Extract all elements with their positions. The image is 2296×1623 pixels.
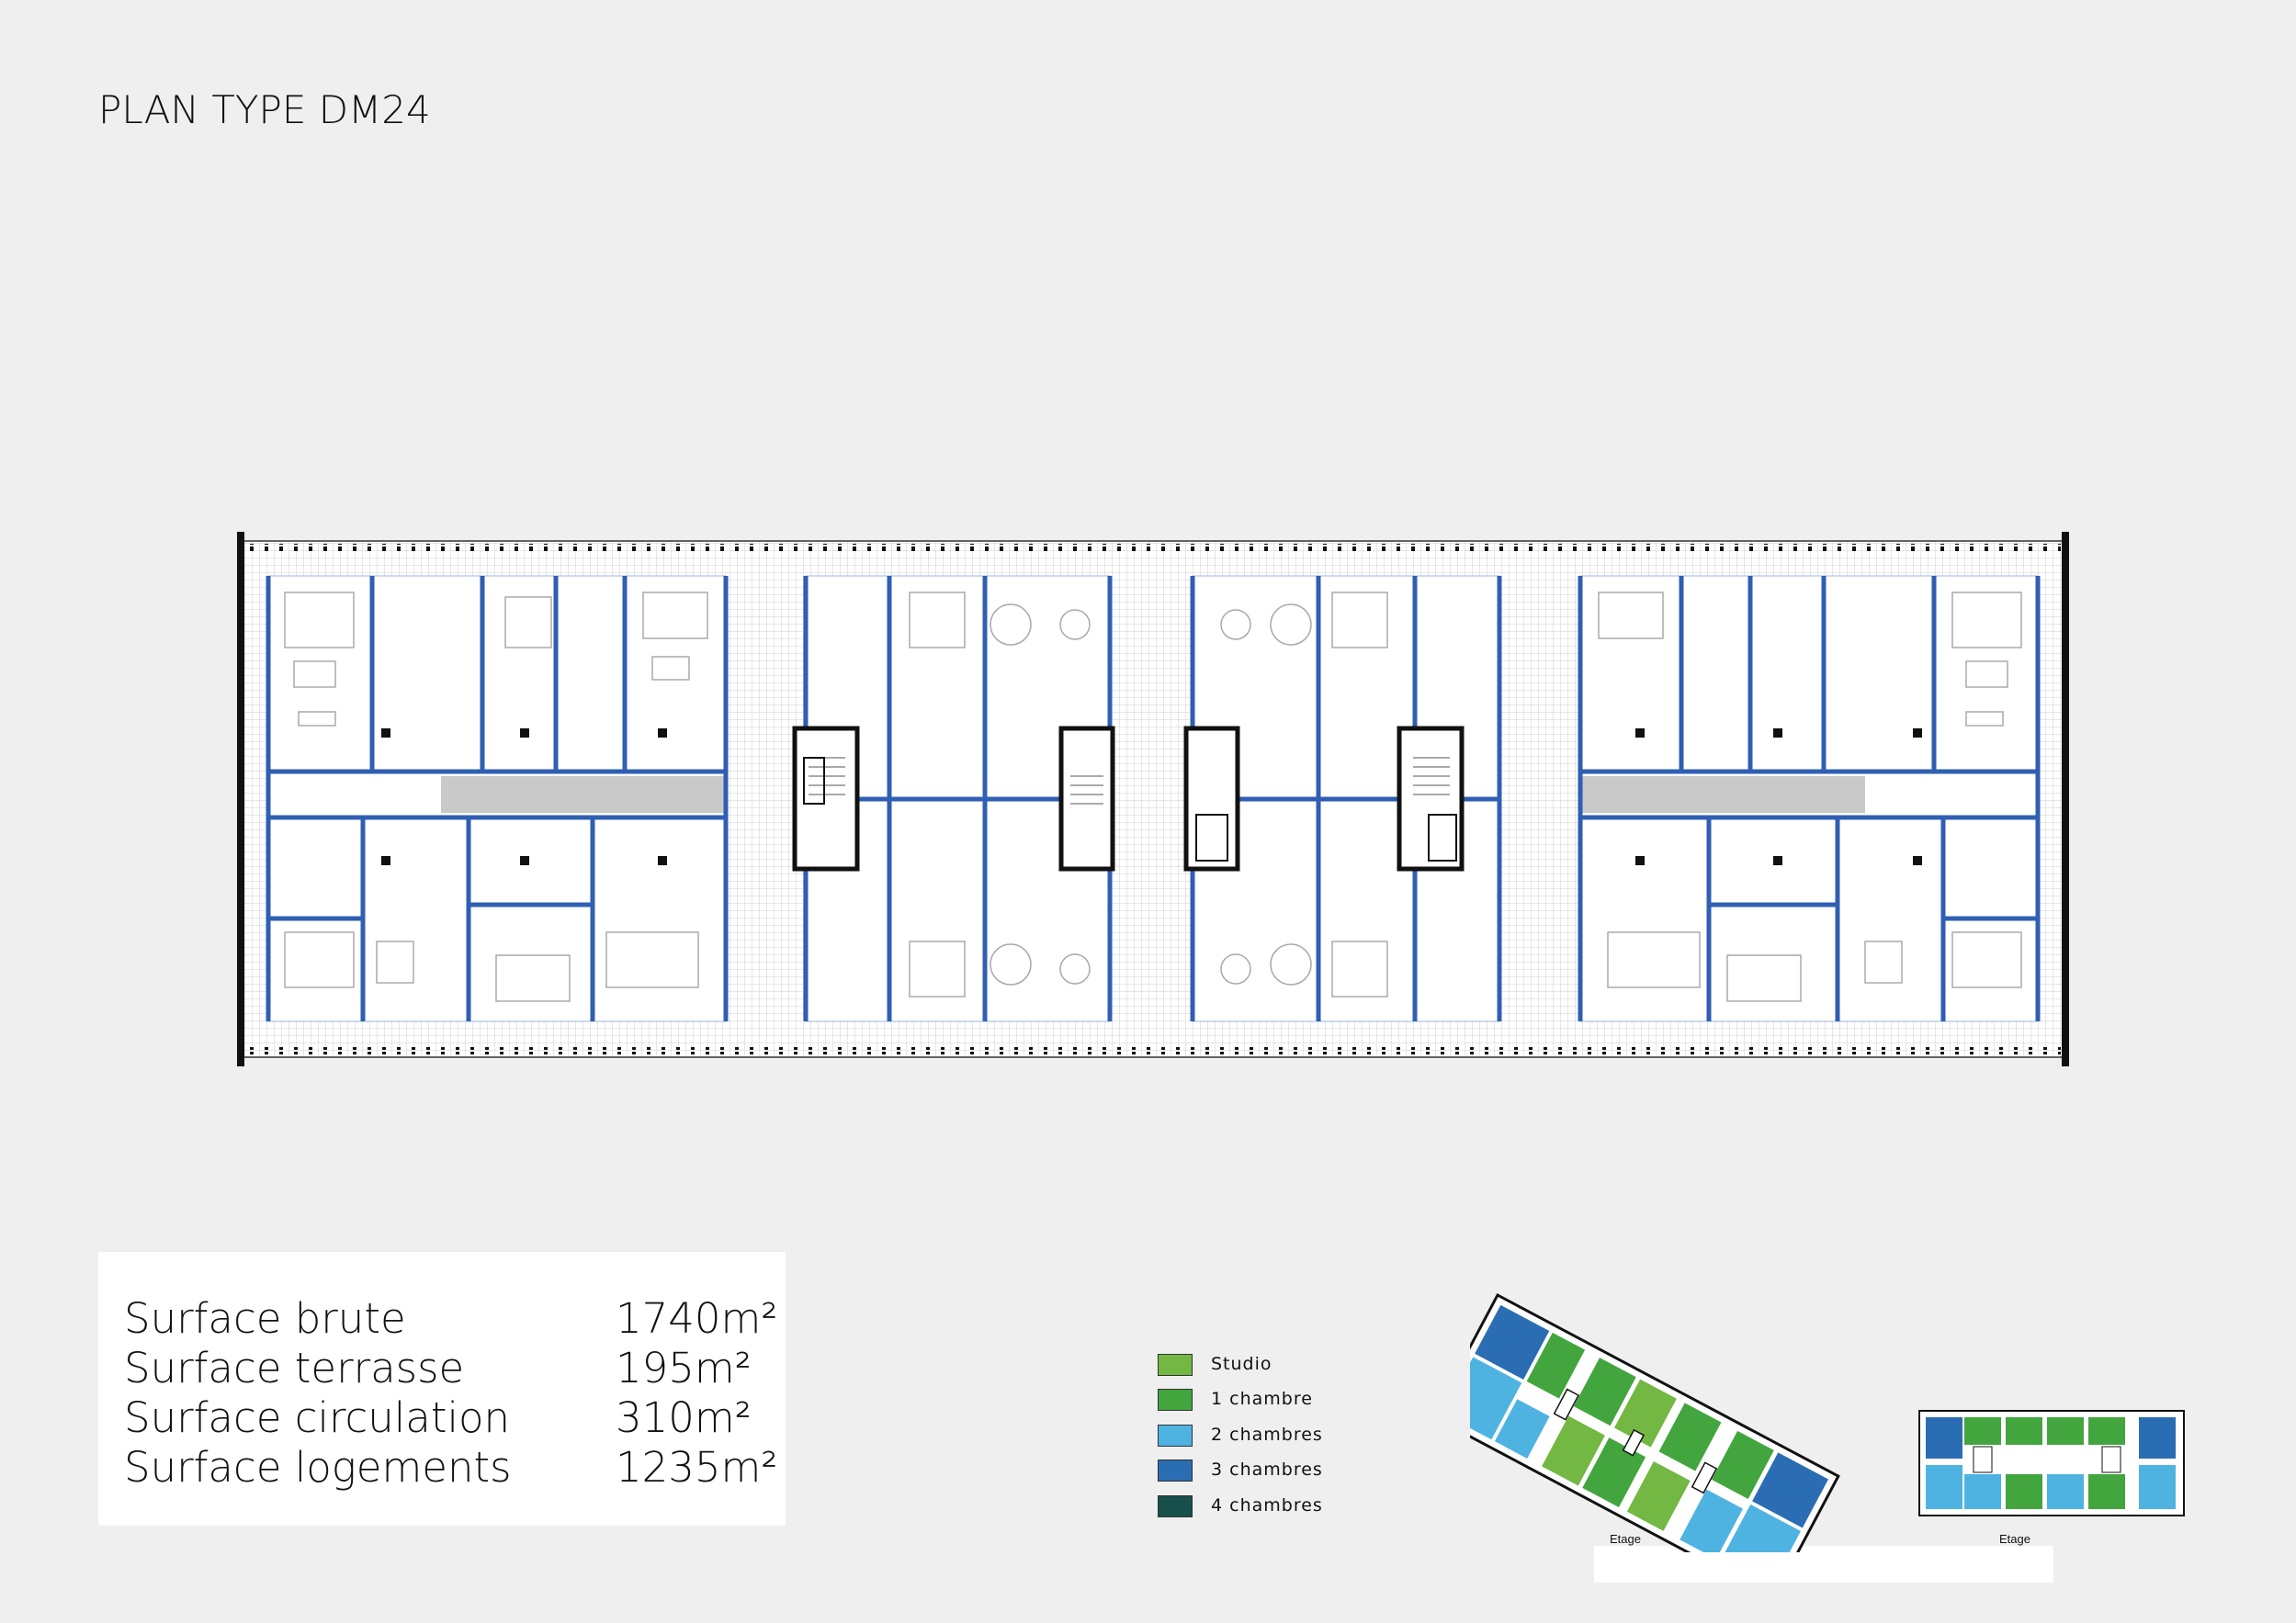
stat-label: Surface terrasse: [124, 1344, 465, 1392]
end-wall-left: [237, 532, 244, 1066]
stat-value: 1235m²: [616, 1443, 778, 1492]
floor-plan: [237, 532, 2069, 1066]
legend-item-3-chambres: 3 chambres: [1158, 1460, 1433, 1482]
legend-swatch: [1158, 1354, 1193, 1376]
surface-table: Surface brute 1740m² Surface terrasse 19…: [98, 1252, 786, 1526]
mini-plan-rotated: [1470, 1292, 1840, 1552]
legend-item-1-chambre: 1 chambre: [1158, 1389, 1433, 1411]
legend-label: 4 chambres: [1211, 1495, 1323, 1516]
stat-value: 310m²: [616, 1393, 752, 1442]
legend-swatch: [1158, 1389, 1193, 1411]
facade-ticks-bottom: [246, 1047, 2061, 1054]
legend-label: 3 chambres: [1211, 1460, 1323, 1480]
mini-plan-2-caption: Etage: [1999, 1532, 2030, 1546]
furniture: [284, 592, 2022, 1002]
stat-label: Surface brute: [124, 1294, 406, 1343]
stat-value: 1740m²: [616, 1294, 778, 1343]
legend-swatch: [1158, 1460, 1193, 1482]
stat-label: Surface logements: [124, 1443, 512, 1492]
columns: [381, 728, 1922, 865]
stair-treads: [803, 757, 1457, 862]
page-title: PLAN TYPE DM24: [98, 87, 431, 132]
legend-item-4-chambres: 4 chambres: [1158, 1495, 1433, 1517]
stat-value: 195m²: [616, 1344, 752, 1392]
end-wall-right: [2062, 532, 2069, 1066]
mini-plan-straight: [1918, 1410, 2185, 1516]
legend-swatch: [1158, 1425, 1193, 1447]
legend-swatch: [1158, 1495, 1193, 1517]
facade-ticks-top: [246, 544, 2061, 551]
legend-item-studio: Studio: [1158, 1354, 1433, 1376]
legend-item-2-chambres: 2 chambres: [1158, 1425, 1433, 1447]
legend-label: Studio: [1211, 1354, 1272, 1374]
corridors: [441, 776, 1865, 813]
mini-plan-1-caption: Etage: [1610, 1532, 1641, 1546]
legend-label: 1 chambre: [1211, 1389, 1313, 1409]
walls: [266, 576, 2041, 1021]
stat-label: Surface circulation: [124, 1393, 511, 1442]
legend-label: 2 chambres: [1211, 1425, 1323, 1445]
circulation-cores: [792, 726, 1465, 872]
mini-plan-1-base: [1594, 1546, 2053, 1583]
